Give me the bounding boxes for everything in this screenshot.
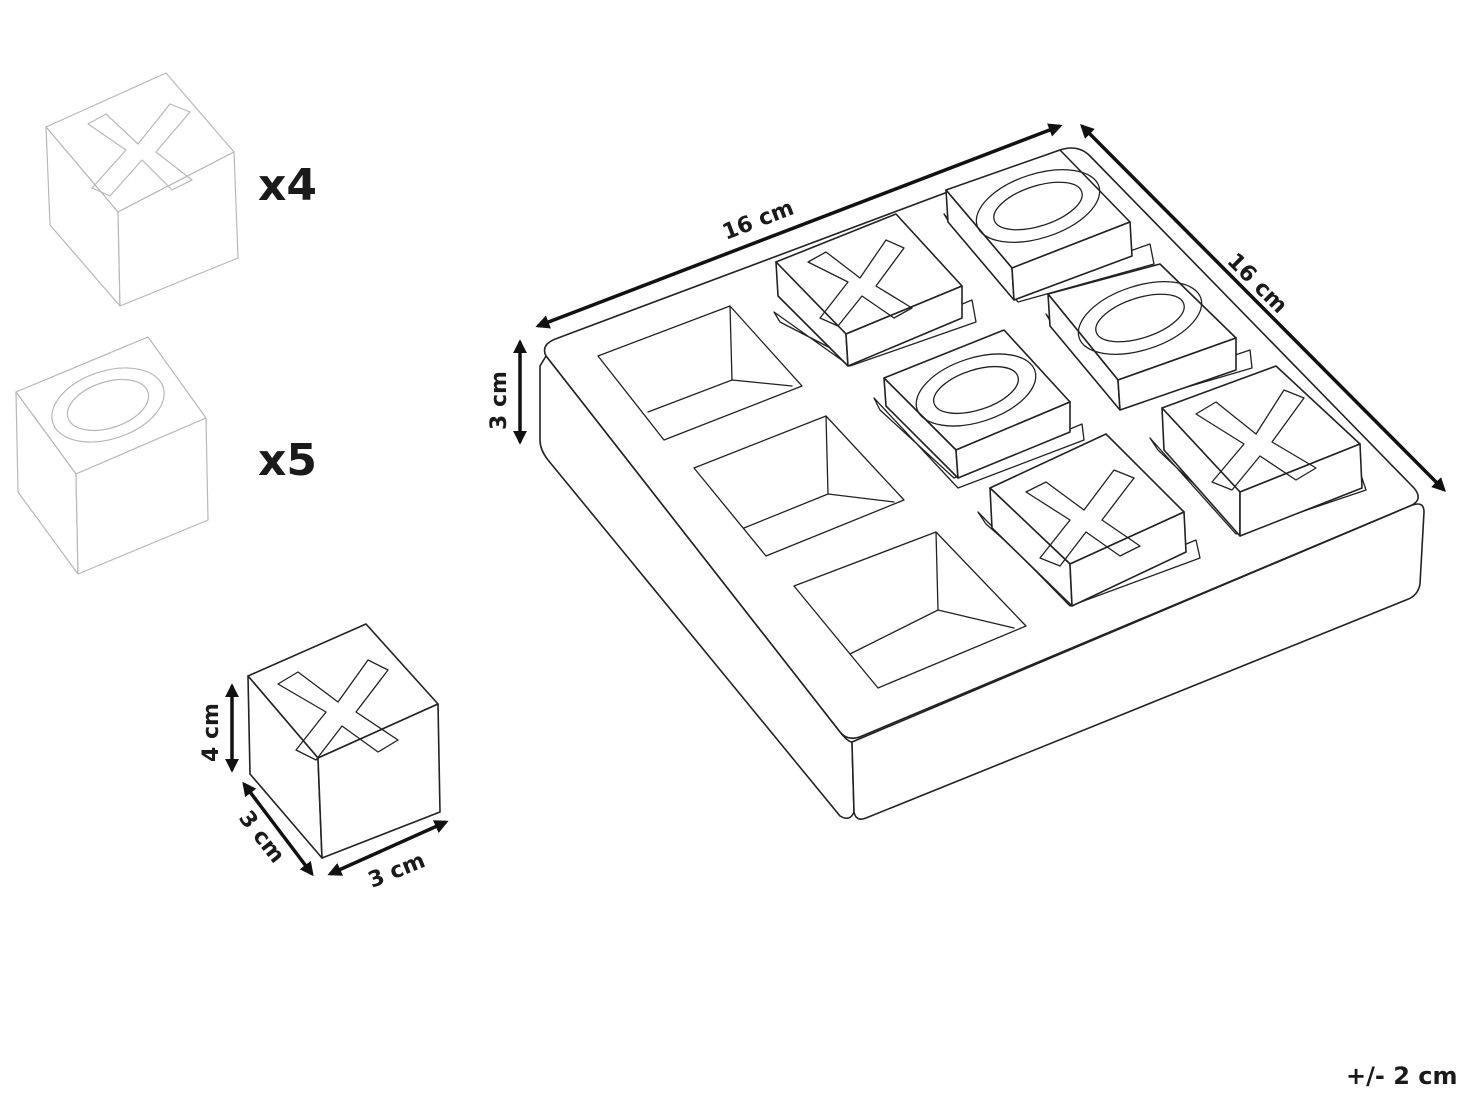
empty-slot — [793, 531, 1027, 689]
tolerance-note: +/- 2 cm — [1346, 1062, 1457, 1090]
board-length-label: 16 cm — [719, 196, 797, 246]
x-piece-icon — [45, 72, 239, 307]
board-o-piece — [873, 329, 1085, 489]
o-piece-icon — [15, 336, 209, 575]
board-icon — [539, 147, 1425, 820]
piece-width-arrow — [327, 820, 449, 876]
piece-depth-label: 3 cm — [233, 806, 289, 868]
piece-depth-arrow — [242, 781, 314, 877]
piece-detail-icon — [247, 623, 441, 859]
x-piece-count: x4 — [258, 160, 317, 211]
o-piece-count: x5 — [258, 435, 317, 486]
board-height-label: 3 cm — [487, 371, 512, 430]
piece-height-label: 4 cm — [199, 703, 224, 762]
board-width-arrow — [1080, 124, 1446, 492]
empty-slot — [693, 415, 905, 557]
board-length-arrow — [535, 123, 1063, 329]
